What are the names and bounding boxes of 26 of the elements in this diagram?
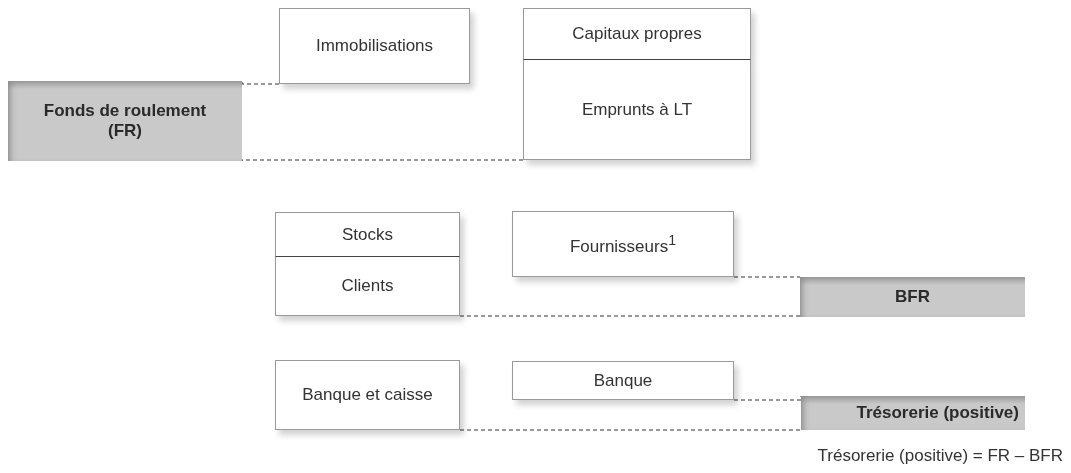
- account-box: [523, 8, 751, 60]
- account-box: [275, 257, 460, 316]
- node-label: Immobilisations: [315, 36, 434, 56]
- node-label: BFR: [895, 287, 930, 307]
- account-box: [523, 60, 751, 160]
- formula-note: Trésorerie (positive) = FR – BFR: [817, 446, 1063, 466]
- account-box: [275, 212, 460, 257]
- summary-band: [800, 277, 1025, 317]
- node-label: Banque et caisse: [302, 385, 433, 405]
- node-label: Clients: [341, 276, 394, 296]
- node-label: Stocks: [342, 224, 393, 245]
- node-label: Fournisseurs$^{1}$: [569, 231, 677, 257]
- node-label: Emprunts à LT: [581, 99, 693, 120]
- node-label: Trésorerie (positive): [856, 403, 1019, 423]
- account-box: [512, 361, 734, 400]
- node-label: Capitaux propres: [572, 24, 702, 44]
- dashed-line: [459, 315, 801, 318]
- dashed-line: [459, 429, 802, 431]
- account-box: [279, 8, 470, 84]
- node-label: Fonds de roulement (FR): [42, 101, 208, 141]
- account-box: [275, 360, 460, 430]
- summary-band: [801, 396, 1025, 430]
- account-box: [512, 211, 734, 277]
- node-label: Banque: [593, 370, 653, 391]
- summary-band: [8, 81, 242, 161]
- dashed-line: [733, 276, 801, 278]
